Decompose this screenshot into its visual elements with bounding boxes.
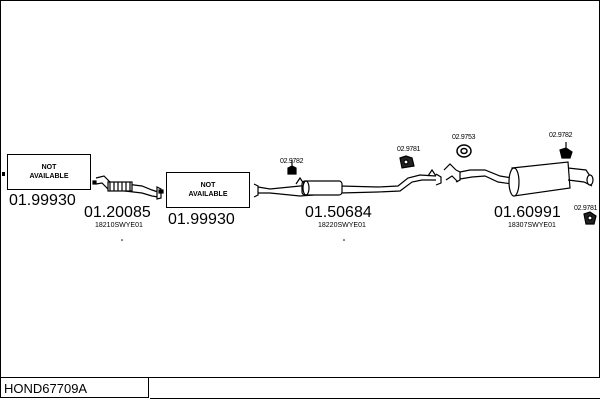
oe-number: 18220SWYE01 bbox=[318, 222, 366, 229]
hanger-bracket-icon bbox=[295, 163, 459, 185]
part-number[interactable]: 01.20085 bbox=[84, 204, 151, 221]
accessory-number[interactable]: 02.9782 bbox=[549, 132, 573, 139]
edge-marker bbox=[2, 172, 5, 176]
oe-number: 18307SWYE01 bbox=[508, 222, 556, 229]
clamp-icon[interactable] bbox=[559, 142, 573, 159]
accessory-number[interactable]: 02.9753 bbox=[452, 134, 476, 141]
not-available-line1: NOT bbox=[41, 164, 57, 171]
clamp-icon[interactable] bbox=[287, 160, 297, 175]
part-number[interactable]: 01.99930 bbox=[9, 192, 76, 209]
oe-number: 18210SWYE01 bbox=[95, 222, 143, 229]
part-number[interactable]: 01.99930 bbox=[168, 211, 235, 228]
not-available-box: NOT AVAILABLE bbox=[166, 172, 250, 208]
diagram-title: HOND67709A bbox=[0, 377, 149, 398]
accessory-number[interactable]: 02.9782 bbox=[280, 158, 304, 165]
middle-silencer-drawing[interactable] bbox=[253, 173, 442, 198]
accessory-number[interactable]: 02.9781 bbox=[397, 146, 421, 153]
accessory-number[interactable]: 02.9781 bbox=[574, 205, 598, 212]
rubber-mount-icon[interactable] bbox=[583, 211, 597, 225]
not-available-line2: AVAILABLE bbox=[29, 173, 69, 180]
not-available-box: NOT AVAILABLE bbox=[7, 154, 91, 190]
rubber-mount-icon[interactable] bbox=[399, 155, 415, 169]
part-number[interactable]: 01.60991 bbox=[494, 204, 561, 221]
rear-silencer-drawing[interactable] bbox=[455, 161, 594, 197]
bottom-divider bbox=[150, 398, 600, 399]
not-available-line2: AVAILABLE bbox=[188, 191, 228, 198]
part-number[interactable]: 01.50684 bbox=[305, 204, 372, 221]
not-available-line1: NOT bbox=[200, 182, 216, 189]
gasket-ring-icon[interactable] bbox=[456, 144, 472, 158]
front-flex-pipe-drawing[interactable] bbox=[92, 175, 164, 200]
